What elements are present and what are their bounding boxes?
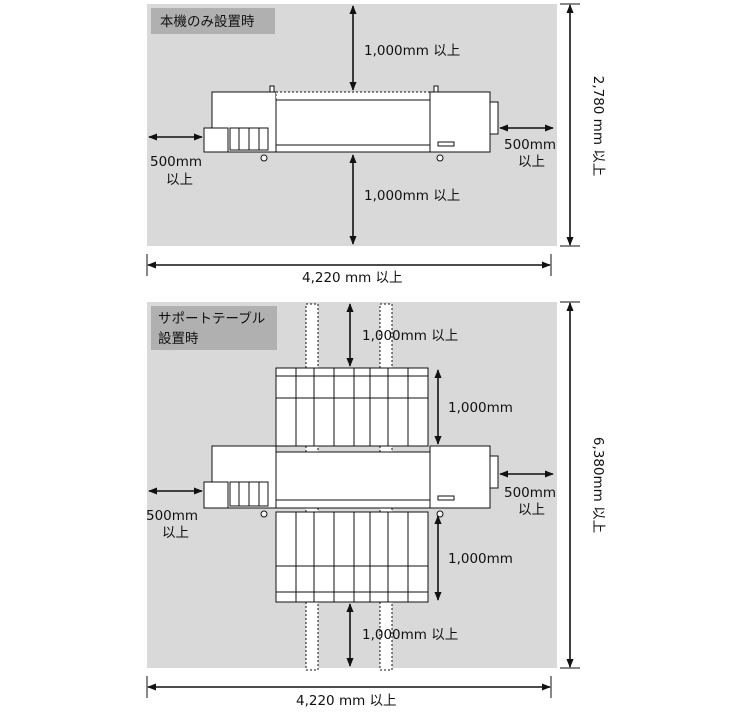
top-clear-left-suffix: 以上 (166, 172, 193, 188)
printer-top-view (203, 85, 499, 162)
top-width-label: 4,220 mm 以上 (302, 270, 403, 286)
top-tag: 本機のみ設置時 (160, 14, 255, 30)
top-height-label: 2,780 mm 以上 (590, 76, 606, 177)
bottom-clear-right-value: 500mm (504, 485, 556, 501)
bottom-table-bottom-label: 1,000mm (448, 551, 513, 567)
rear-support-table (275, 367, 429, 447)
top-clear-left-value: 500mm (150, 154, 202, 170)
bottom-tag-line2: 設置時 (158, 331, 199, 347)
top-tag-box (151, 8, 275, 34)
top-clear-bottom-label: 1,000mm 以上 (364, 188, 460, 204)
top-clear-right-suffix: 以上 (518, 154, 545, 170)
printer-with-tables-view (203, 445, 499, 518)
bottom-tag-line1: サポートテーブル (158, 310, 265, 327)
bottom-section: サポートテーブル 設置時 (146, 301, 606, 709)
top-clear-right-value: 500mm (504, 137, 556, 153)
bottom-clear-left-suffix: 以上 (162, 525, 189, 541)
bottom-width-label: 4,220 mm 以上 (296, 693, 397, 709)
bottom-height-label: 6,380mm 以上 (590, 437, 606, 533)
bottom-table-top-label: 1,000mm (448, 400, 513, 416)
bottom-clear-bottom-label: 1,000mm 以上 (362, 627, 458, 643)
bottom-clear-right-suffix: 以上 (518, 502, 545, 518)
top-section: 本機のみ設置時 1,000mm 以上 1,000mm 以上 500 (146, 3, 606, 286)
bottom-clear-top-label: 1,000mm 以上 (362, 328, 458, 344)
front-support-table (275, 511, 429, 603)
top-clear-top-label: 1,000mm 以上 (364, 43, 460, 59)
bottom-clear-left-value: 500mm (146, 508, 198, 524)
bottom-tag-box (151, 306, 277, 350)
